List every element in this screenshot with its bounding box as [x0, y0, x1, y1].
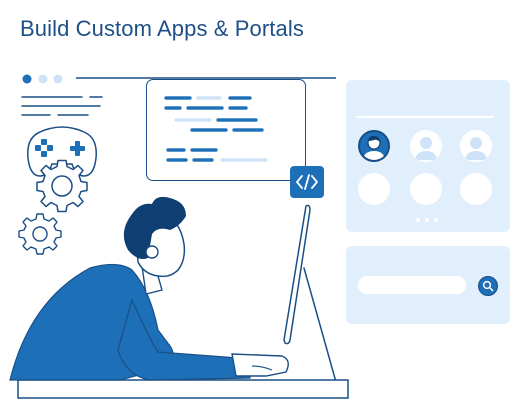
window-dots [22, 74, 63, 84]
panel-divider [356, 116, 494, 118]
desk [17, 379, 349, 399]
more-dots-icon [416, 218, 438, 222]
page-title: Build Custom Apps & Portals [20, 16, 304, 41]
user-avatar-icon[interactable] [460, 130, 492, 162]
empty-avatar-slot[interactable] [410, 173, 442, 205]
search-input[interactable] [358, 276, 466, 294]
empty-avatar-slot[interactable] [460, 173, 492, 205]
code-brackets-icon[interactable] [290, 166, 324, 198]
monitor-stand [303, 267, 337, 383]
plus-buttons-icon [70, 141, 85, 156]
user-avatar-icon[interactable] [358, 130, 390, 162]
person [9, 196, 289, 381]
user-avatar-icon[interactable] [410, 130, 442, 162]
gear-small-icon [18, 213, 62, 255]
text-lines [21, 96, 103, 116]
monitor [283, 204, 337, 383]
window-dot [53, 74, 63, 84]
code-window [146, 79, 306, 181]
ear [145, 245, 159, 259]
window-dot [38, 74, 48, 84]
dpad-icon [35, 139, 53, 157]
window-dot-active [22, 74, 32, 84]
arm [117, 298, 251, 381]
empty-avatar-slot[interactable] [358, 173, 390, 205]
hand [231, 353, 289, 377]
gear-icon [36, 159, 88, 213]
hair [123, 196, 186, 259]
magnifier-icon[interactable] [478, 276, 498, 296]
